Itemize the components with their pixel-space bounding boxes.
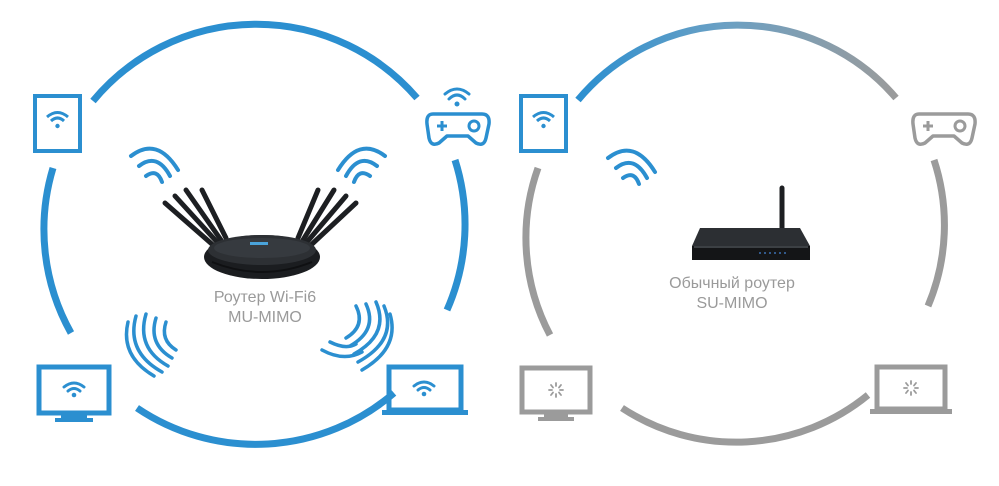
wave-upper-left-icon (608, 151, 655, 184)
su-mimo-router-label-line2: SU-MIMO (632, 294, 832, 314)
wave-upper-right-icon (338, 149, 385, 182)
left-panel (35, 24, 489, 444)
loading-spinner-icon (549, 383, 563, 397)
right-panel (521, 25, 975, 442)
laptop-icon (870, 367, 952, 414)
su-mimo-router-image (692, 188, 810, 260)
gamepad-icon (913, 114, 975, 144)
wifi6-router-label: Роутер Wi-Fi6 MU-MIMO (165, 288, 365, 328)
monitor-icon (522, 368, 590, 421)
wifi6-router-label-line1: Роутер Wi-Fi6 (165, 288, 365, 308)
loading-spinner-icon (904, 381, 918, 395)
laptop-icon (382, 367, 468, 415)
gamepad-icon (427, 89, 489, 144)
wifi6-router-image (165, 190, 356, 279)
su-mimo-router-label: Обычный роутер SU-MIMO (632, 274, 832, 314)
wave-upper-left-icon (131, 149, 178, 182)
tablet-icon (35, 96, 80, 151)
wifi6-router-label-line2: MU-MIMO (165, 308, 365, 328)
su-mimo-router-label-line1: Обычный роутер (632, 274, 832, 294)
monitor-icon (39, 367, 109, 422)
tablet-icon (521, 96, 566, 151)
